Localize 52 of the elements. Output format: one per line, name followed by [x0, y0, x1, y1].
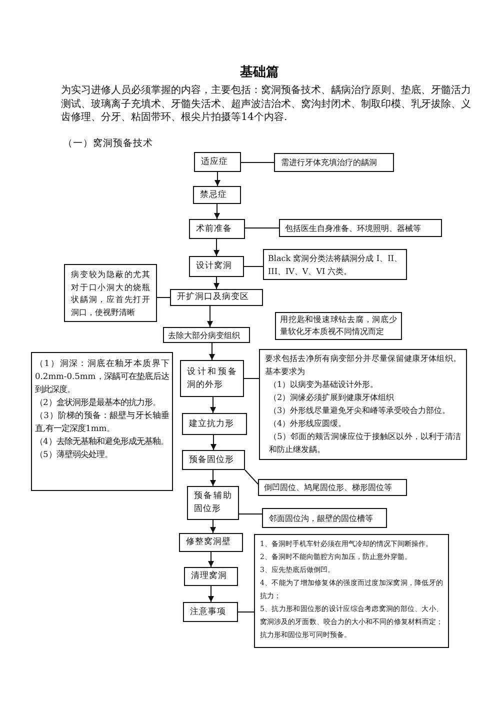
arrow: [214, 238, 220, 256]
step-box: 设计和预备洞的外形: [180, 360, 244, 397]
arrow: [208, 586, 214, 602]
connector-line: [244, 378, 260, 379]
connector-line: [240, 162, 274, 163]
list-item: （4）去除无基釉和避免形成无基釉。: [35, 435, 169, 448]
step-box: 设计窝洞: [189, 256, 244, 277]
step-box: 禁忌症: [193, 186, 241, 204]
list-item: （5）邻面的颊舌洞缘应位于接触区以外，以利于清洁和防止继发龋。: [268, 430, 461, 456]
intro-paragraph: 为实习进修人员必须掌握的内容，主要包括：窝洞预备技术、龋病治疗原则、垫底、牙髓活力测试、玻璃离子充填术、牙髓失活术、超声波洁治术、窝沟封闭术、制取印模、乳牙拔除、义齿修理、分牙、粘固带环、根尖片拍摄等14个内容.: [61, 84, 471, 124]
arrow: [210, 396, 216, 414]
note-box: [254, 534, 449, 648]
note-box: 邻面固位沟，龈壁的固位槽等: [262, 508, 387, 528]
note-box: 倒凹固位、鸠尾固位形、梯形固位等: [258, 479, 407, 496]
list-item: （5）薄壁弱尖处理。: [35, 448, 114, 461]
step-box: 注意事项: [183, 602, 238, 622]
list-item: （2）盒状洞形是最基本的抗力形。: [35, 396, 162, 409]
list-item: （3）外形线尽量避免牙尖和嵴等承受咬合力部位。: [268, 404, 452, 417]
connector-line: [156, 297, 170, 298]
list-item: （1）以病变为基础设计外形。: [268, 378, 380, 391]
arrow: [210, 520, 216, 534]
step-box: 开扩洞口及病变区: [170, 289, 263, 306]
arrow: [214, 204, 220, 220]
step-box: 修整窝洞壁: [179, 533, 243, 552]
list-item: （3）阶梯的预备：龈壁与牙长轴垂直,有一定深度1mm。: [35, 409, 169, 435]
note-box: 需进行牙体充填治疗的龋洞: [274, 153, 394, 172]
step-box: 适应症: [194, 152, 241, 172]
arrow: [207, 306, 213, 328]
list-item: （4）外形线应圆缓。: [268, 417, 348, 430]
arrow: [210, 470, 216, 486]
connector-line: [244, 470, 258, 485]
page-title: 基础篇: [240, 65, 279, 81]
note-box: [31, 352, 173, 491]
note-text: 要求包括去净所有病变部分并尽量保留健康牙体组织。基本要求为: [265, 352, 461, 378]
list-item: （2）洞缘必须扩展到健康牙体组织: [268, 391, 396, 404]
arrow: [208, 552, 214, 568]
list-item: （1）洞深：洞底在釉牙本质界下0.2mm-0.5mm，深龋可在垫底后达到此深度。: [35, 357, 169, 396]
arrow: [214, 172, 220, 186]
step-box: 清理窝洞: [184, 567, 238, 586]
note-box: 病变较为隐蔽的尤其对于口小洞大的烧瓶状龋洞，应首先打开洞口，使视野清晰: [64, 264, 157, 322]
step-box: 预备辅助固位形: [187, 486, 239, 520]
arrow: [209, 342, 215, 360]
note-box: Black 窝洞分类法将龋洞分成 I、II、III、IV、V、VI 六类。: [263, 249, 407, 280]
connector-line: [244, 266, 264, 267]
arrow: [210, 434, 216, 450]
note-box: 包括医生自身准备、环境照明、器械等: [279, 219, 442, 237]
section-heading: （一）窝洞预备技术: [63, 138, 153, 150]
arrow: [214, 276, 220, 290]
step-box: 术前准备: [189, 219, 245, 239]
step-box: 建立抗力形: [182, 413, 247, 435]
note-box: [259, 349, 467, 460]
step-box: 预备固位形: [182, 450, 245, 470]
